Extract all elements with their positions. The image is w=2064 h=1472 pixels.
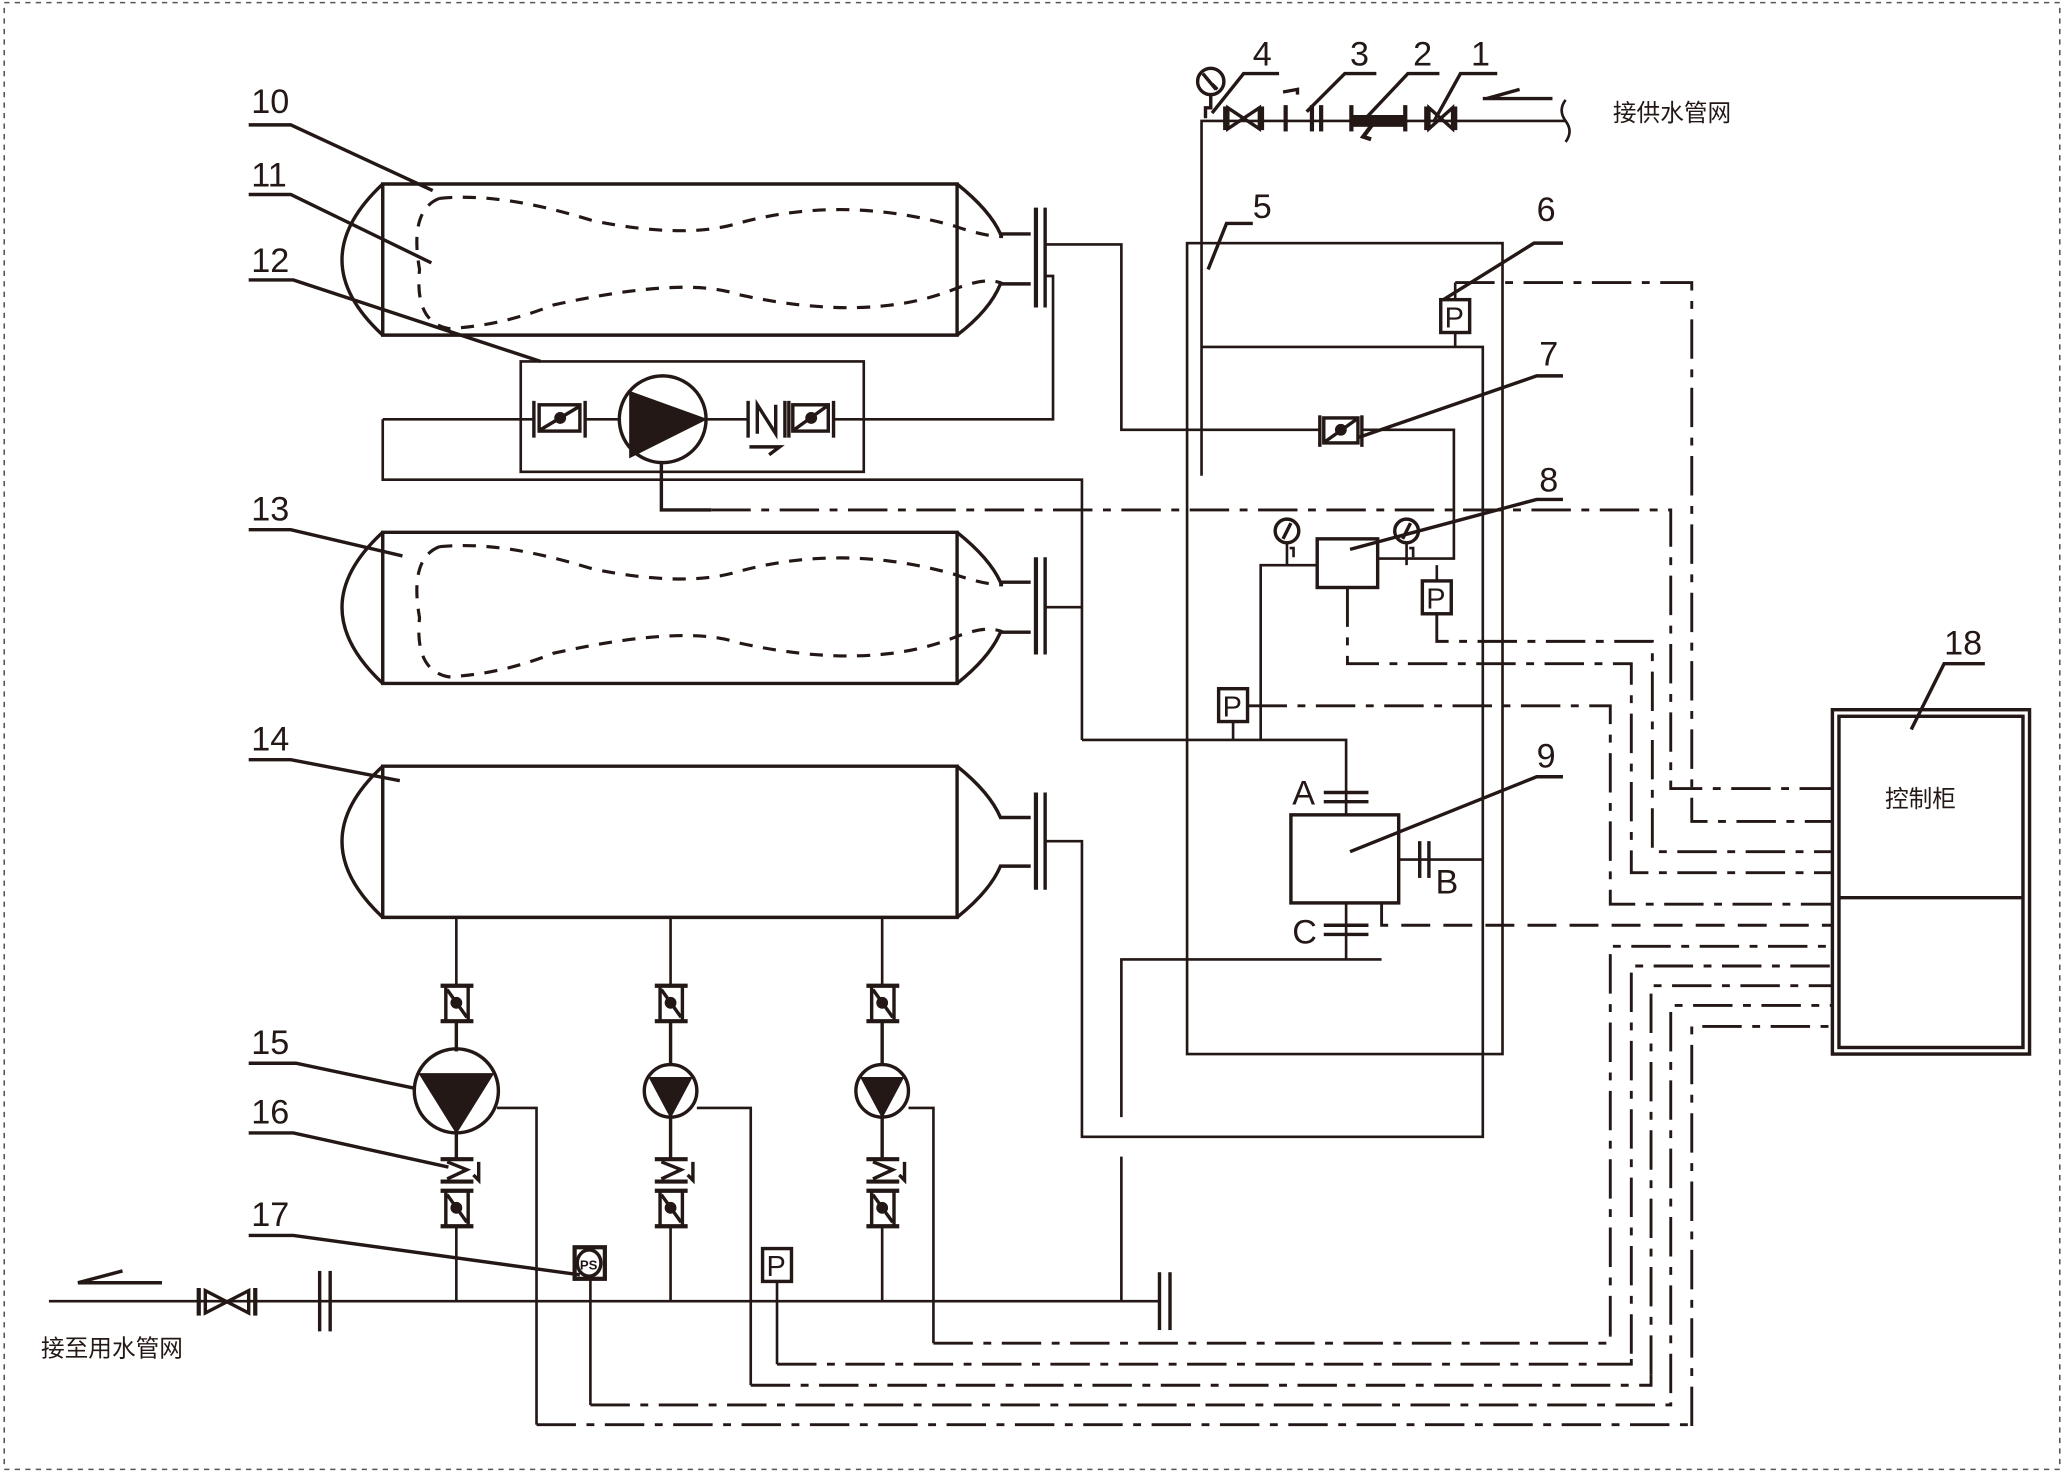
booster-pump-set-12[interactable] bbox=[381, 360, 1084, 740]
page-border bbox=[3, 1, 2061, 1471]
pipe-controller8-left bbox=[1259, 563, 1318, 740]
signal-line-d bbox=[1669, 1003, 1832, 1394]
pressure-sensor-8[interactable]: P bbox=[1420, 565, 1453, 616]
outlet-flange bbox=[1157, 1272, 1172, 1331]
signal-line-sensor-left bbox=[1247, 704, 1832, 906]
control-cabinet-label: 控制柜 bbox=[1885, 785, 1956, 813]
main-pump-15[interactable] bbox=[412, 917, 538, 1425]
pressure-sensor-left[interactable]: P bbox=[1216, 686, 1250, 740]
pressure-sensor-outlet[interactable]: P bbox=[760, 1246, 794, 1365]
callout-7: 7 bbox=[1539, 335, 1558, 373]
pressure-sensor-6[interactable]: P bbox=[1439, 282, 1472, 347]
port-b: B bbox=[1398, 841, 1483, 902]
callout-18: 18 bbox=[1944, 625, 1982, 663]
svg-text:P: P bbox=[1426, 584, 1445, 616]
supply-network-label: 接供水管网 bbox=[1613, 99, 1731, 127]
signal-line-sensor6 bbox=[1455, 281, 1832, 823]
check-valve-icon bbox=[746, 398, 787, 457]
signal-line-sensor-outlet bbox=[777, 1353, 1633, 1366]
svg-text:P: P bbox=[1223, 691, 1242, 723]
callout-6: 6 bbox=[1537, 191, 1556, 229]
signal-line-c bbox=[1649, 984, 1832, 1375]
signal-line-pump2 bbox=[750, 1374, 1653, 1387]
pump-3[interactable] bbox=[854, 917, 935, 1344]
svg-text:A: A bbox=[1292, 774, 1315, 812]
gate-valve-1[interactable] bbox=[1424, 103, 1458, 133]
pipe-tank10-pump12 bbox=[863, 274, 1055, 421]
callout-17: 17 bbox=[251, 1196, 289, 1234]
pressure-switch-17[interactable]: PS bbox=[572, 1245, 607, 1405]
signal-line-pump12 bbox=[711, 508, 1832, 791]
signal-line-a bbox=[1608, 944, 1832, 1336]
signal-line-pump15 bbox=[536, 1423, 1694, 1427]
port-c: C bbox=[1292, 902, 1369, 960]
control-unit-9[interactable] bbox=[1289, 813, 1401, 905]
control-cabinet-18[interactable]: 控制柜 bbox=[1830, 708, 2032, 1056]
signal-line-sensor8 bbox=[1435, 613, 1832, 854]
signal-line-pressure-switch bbox=[590, 1393, 1673, 1407]
pressure-gauge-icon bbox=[1273, 517, 1301, 566]
callout-8: 8 bbox=[1539, 462, 1558, 500]
callout-4: 4 bbox=[1253, 36, 1272, 74]
butterfly-valve-7[interactable] bbox=[1318, 415, 1364, 447]
callout-15: 15 bbox=[251, 1024, 289, 1062]
callout-2: 2 bbox=[1413, 36, 1432, 74]
filter-2[interactable] bbox=[1319, 105, 1408, 142]
pump-2[interactable] bbox=[642, 917, 753, 1386]
outlet-network-label: 接至用水管网 bbox=[41, 1334, 183, 1362]
svg-text:P: P bbox=[1445, 302, 1464, 334]
callout-9: 9 bbox=[1537, 738, 1556, 776]
piping-enclosure-5 bbox=[1185, 241, 1504, 1056]
pressure-gauge-icon bbox=[1195, 66, 1226, 119]
outlet-gate-valve[interactable] bbox=[196, 1287, 258, 1316]
outlet-union bbox=[317, 1270, 332, 1332]
callout-13: 13 bbox=[251, 490, 289, 528]
svg-text:PS: PS bbox=[580, 1258, 598, 1273]
callout-10: 10 bbox=[251, 83, 289, 121]
signal-line-b bbox=[1629, 964, 1832, 1354]
pump-icon bbox=[617, 374, 708, 465]
supply-inlet-line bbox=[1200, 87, 1571, 476]
svg-text:B: B bbox=[1435, 864, 1458, 902]
pipe-port-c-to-main bbox=[1120, 958, 1382, 1302]
signal-line-pump3 bbox=[933, 1335, 1612, 1345]
pipe-to-port-a bbox=[1081, 738, 1348, 782]
signal-line-controller8 bbox=[1345, 587, 1832, 875]
signal-line-e bbox=[1690, 1025, 1832, 1426]
callout-16: 16 bbox=[251, 1094, 289, 1132]
callout-14: 14 bbox=[251, 720, 289, 758]
callout-5: 5 bbox=[1253, 188, 1272, 226]
gate-valve-4[interactable] bbox=[1223, 104, 1265, 132]
butterfly-valve-icon bbox=[532, 400, 587, 438]
pipe-tank14-return bbox=[1045, 345, 1485, 1139]
callout-1: 1 bbox=[1471, 36, 1490, 74]
bladder-tank-10[interactable] bbox=[340, 182, 1047, 337]
pipe-valve7-controller bbox=[1361, 428, 1456, 560]
butterfly-valve-icon bbox=[787, 400, 836, 438]
signal-line-unit9 bbox=[1380, 902, 1832, 927]
svg-text:P: P bbox=[767, 1251, 786, 1283]
callout-11: 11 bbox=[251, 157, 286, 195]
flow-arrow-icon bbox=[77, 1269, 162, 1285]
svg-text:C: C bbox=[1292, 914, 1317, 952]
bladder-tank-13[interactable] bbox=[340, 530, 1047, 686]
callout-12: 12 bbox=[251, 242, 289, 280]
callout-leaders bbox=[248, 71, 1985, 1277]
backflow-fitting-3[interactable] bbox=[1282, 87, 1315, 132]
callout-3: 3 bbox=[1350, 36, 1369, 74]
buffer-tank-14[interactable] bbox=[340, 764, 1047, 920]
pipe-tank10-outlet bbox=[1045, 243, 1320, 432]
port-a: A bbox=[1292, 774, 1369, 815]
